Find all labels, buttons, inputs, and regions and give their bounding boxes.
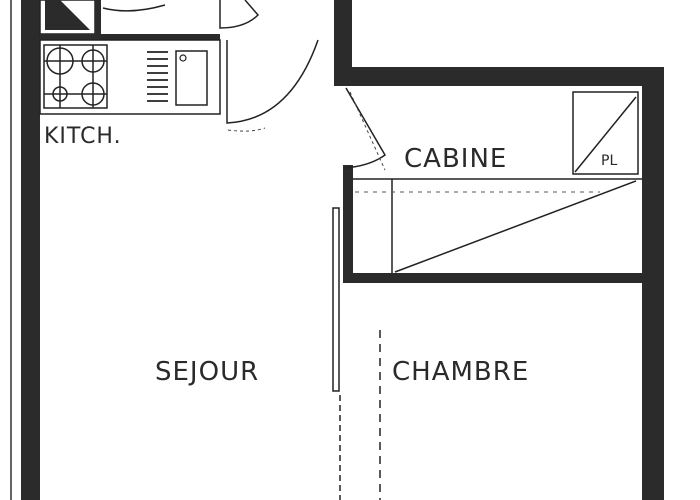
cabin-door-swing <box>344 87 386 169</box>
cupboard-pl-diagonal <box>574 96 637 173</box>
top-left-fixture-fill <box>45 0 90 30</box>
wall-left <box>21 0 40 500</box>
kitchen-door-swing <box>226 39 319 124</box>
sink-icon <box>175 50 208 106</box>
cupboard-pl <box>572 91 639 175</box>
wall-cabin-bedroom <box>343 273 643 283</box>
top-divider <box>95 0 101 34</box>
sink-drain-icon <box>179 54 187 62</box>
cupboard-label: PL <box>601 153 618 169</box>
cabin-door-dashed <box>349 91 386 171</box>
wall-right <box>642 67 664 500</box>
room-label-living: SEJOUR <box>155 357 260 387</box>
kitchen-wall-top <box>40 34 220 40</box>
door-arc-top <box>102 4 166 12</box>
room-label-kitchen: KITCH. <box>44 124 122 149</box>
room-label-cabin: CABINE <box>404 144 508 174</box>
partition-sejour-chambre <box>332 207 340 392</box>
drainer-icon <box>147 51 168 102</box>
wall-cabin-top <box>334 67 664 86</box>
kitchen-counter <box>39 39 221 115</box>
cabin-berth-diagonal <box>394 180 637 273</box>
wall-central-lower <box>343 165 353 280</box>
wall-central-upper <box>334 0 352 85</box>
room-label-bedroom: CHAMBRE <box>392 357 530 387</box>
stove-icon <box>43 44 108 109</box>
door-arc-top-right <box>219 0 260 29</box>
kitchen-door-dashed <box>227 127 266 132</box>
